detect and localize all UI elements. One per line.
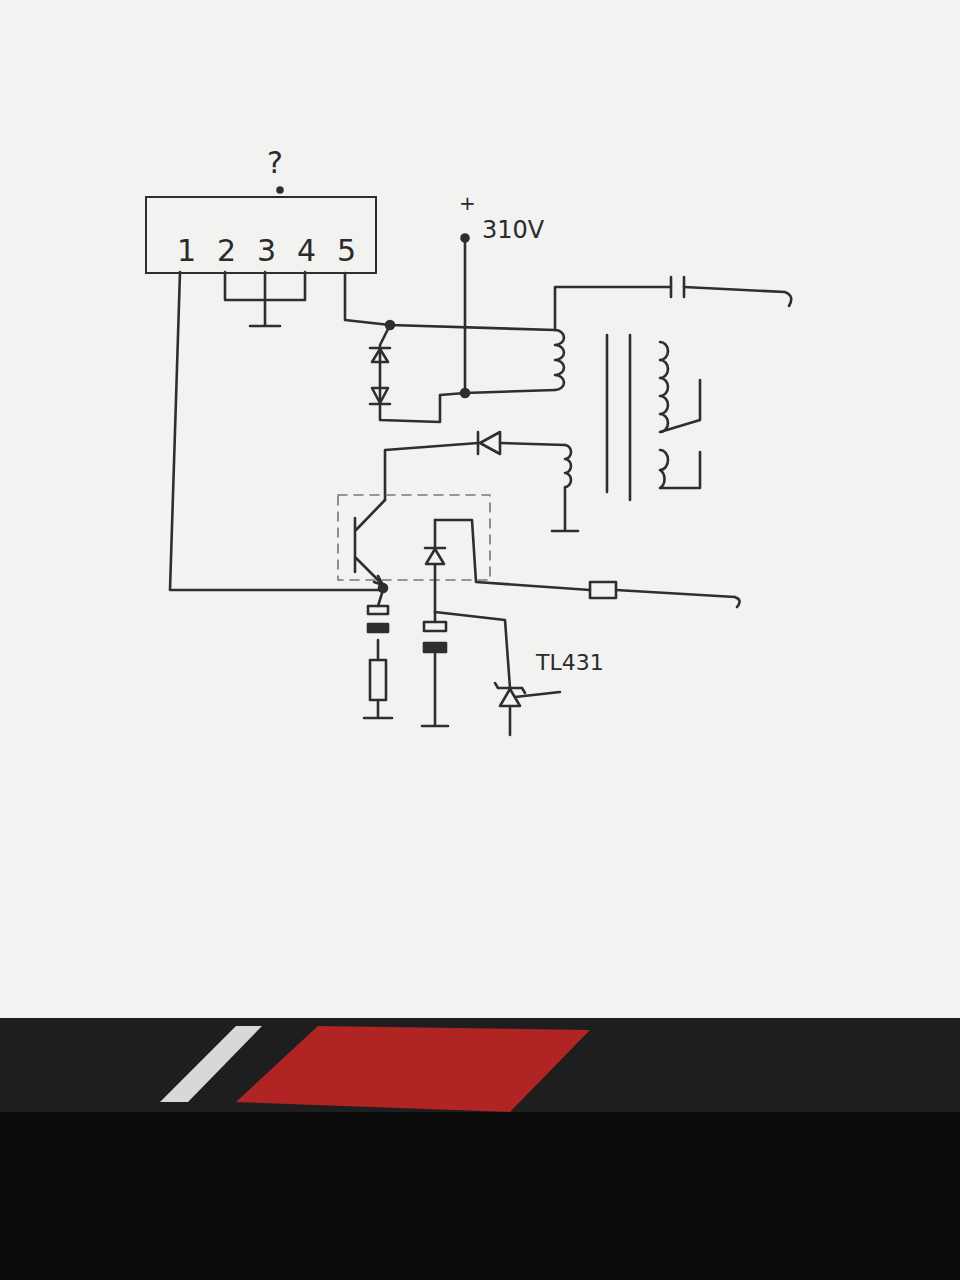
wire xyxy=(170,272,383,590)
wire xyxy=(385,443,565,500)
transistor-symbol xyxy=(355,500,385,585)
secondary-winding xyxy=(660,342,700,432)
polarity-sign: + xyxy=(459,193,476,213)
wires xyxy=(170,188,791,736)
desk-shadow xyxy=(0,1112,960,1280)
desk-stripe xyxy=(236,1026,590,1112)
part-name: TL431 xyxy=(536,652,604,674)
wire xyxy=(380,325,465,422)
pin-number: 1 xyxy=(177,236,196,266)
desk-stripe xyxy=(160,1026,262,1102)
optocoupler-outline xyxy=(338,495,490,580)
ground-wire xyxy=(225,272,305,326)
wire xyxy=(345,273,555,330)
paper xyxy=(0,0,960,1020)
transformer-core xyxy=(607,335,630,500)
led-symbol xyxy=(425,520,445,612)
primary-winding xyxy=(555,330,564,390)
wire xyxy=(435,520,740,607)
part-name: ? xyxy=(267,148,283,178)
capacitor-symbol xyxy=(671,277,684,297)
diode-symbol xyxy=(370,388,390,404)
wire xyxy=(435,612,510,735)
pin-number: 4 xyxy=(297,236,316,266)
junction-dot xyxy=(386,321,394,329)
secondary-winding xyxy=(660,450,700,488)
ic-package: ?12345 xyxy=(145,196,377,274)
desk xyxy=(0,1018,960,1280)
diode-symbol xyxy=(370,348,390,362)
auxiliary-winding xyxy=(552,445,578,531)
diode-symbol xyxy=(478,432,500,454)
capacitor-plate xyxy=(424,643,446,652)
pin-number: 2 xyxy=(217,236,236,266)
capacitor-plate xyxy=(368,606,388,614)
resistor-symbol xyxy=(590,582,616,598)
junction-dot xyxy=(461,389,469,397)
terminal-dot xyxy=(462,235,469,242)
voltage-label: 310V xyxy=(482,218,544,242)
wire xyxy=(422,612,448,726)
pin-number: 5 xyxy=(337,236,356,266)
pin-number: 3 xyxy=(257,236,276,266)
shunt-regulator-symbol xyxy=(495,683,560,706)
wire xyxy=(555,287,791,330)
resistor-symbol xyxy=(370,660,386,700)
wire xyxy=(364,590,392,718)
junction-dot xyxy=(379,584,387,592)
supply-wire xyxy=(465,240,555,393)
capacitor-plate xyxy=(368,624,388,632)
capacitor-plate xyxy=(424,622,446,631)
pin-marker xyxy=(278,188,283,193)
